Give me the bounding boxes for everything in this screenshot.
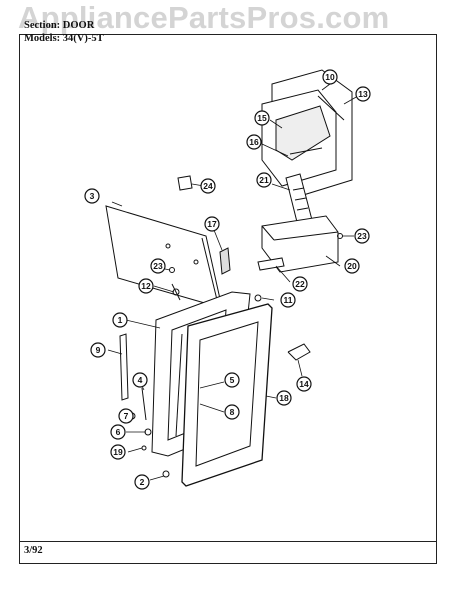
callout-24: 24: [200, 178, 216, 194]
svg-text:4: 4: [138, 375, 143, 385]
svg-text:23: 23: [357, 231, 367, 241]
footer-divider: [19, 541, 437, 542]
part-9-strip: [119, 333, 129, 401]
callout-23-right: 23: [354, 228, 370, 244]
part-14-bracket: [287, 343, 311, 361]
part-17-latch: [219, 247, 231, 275]
svg-text:23: 23: [153, 261, 163, 271]
svg-text:3: 3: [90, 191, 95, 201]
models-label: Models: 34(V)-5T: [24, 33, 104, 44]
callout-11: 11: [280, 292, 296, 308]
svg-text:15: 15: [257, 113, 267, 123]
callout-1: 1: [112, 312, 128, 328]
part-4-rod: [141, 387, 147, 421]
callout-16: 16: [246, 134, 262, 150]
svg-text:14: 14: [299, 379, 309, 389]
callout-5: 5: [224, 372, 240, 388]
callout-4: 4: [132, 372, 148, 388]
callout-22: 22: [292, 276, 308, 292]
svg-text:9: 9: [96, 345, 101, 355]
svg-text:8: 8: [230, 407, 235, 417]
callout-17: 17: [204, 216, 220, 232]
callout-6: 6: [110, 424, 126, 440]
leader-lines: [107, 83, 359, 481]
callout-2: 2: [134, 474, 150, 490]
date-code: 3/92: [24, 545, 43, 556]
part-upper-panel: [261, 69, 353, 197]
svg-text:16: 16: [249, 137, 259, 147]
svg-text:17: 17: [207, 219, 217, 229]
part-18-door-glass: [181, 303, 273, 487]
svg-text:20: 20: [347, 261, 357, 271]
svg-text:18: 18: [279, 393, 289, 403]
svg-text:6: 6: [116, 427, 121, 437]
svg-text:11: 11: [284, 295, 293, 305]
svg-text:22: 22: [295, 279, 305, 289]
callout-10: 10: [322, 69, 338, 85]
svg-text:7: 7: [124, 411, 129, 421]
svg-text:21: 21: [259, 175, 269, 185]
svg-text:12: 12: [141, 281, 151, 291]
svg-text:1: 1: [118, 315, 123, 325]
section-label: Section: DOOR: [24, 20, 95, 31]
part-24-hinge-clip: [177, 175, 193, 191]
svg-text:19: 19: [113, 447, 123, 457]
part-2-screw: [162, 470, 170, 478]
svg-text:10: 10: [325, 72, 335, 82]
callout-15: 15: [254, 110, 270, 126]
svg-text:2: 2: [140, 477, 145, 487]
callout-3: 3: [84, 188, 100, 204]
part-3-inner-panel: [105, 205, 223, 309]
callout-8: 8: [224, 404, 240, 420]
callout-9: 9: [90, 342, 106, 358]
part-22-clip: [257, 257, 285, 271]
callout-7: 7: [118, 408, 134, 424]
diagram-frame: [19, 34, 437, 564]
svg-text:13: 13: [358, 89, 368, 99]
part-11-bumper: [254, 294, 262, 302]
part-19-screw: [141, 445, 147, 451]
callout-12: 12: [138, 278, 154, 294]
callout-14: 14: [296, 376, 312, 392]
callout-13: 13: [355, 86, 371, 102]
callout-20: 20: [344, 258, 360, 274]
callout-21: 21: [256, 172, 272, 188]
svg-text:24: 24: [203, 181, 213, 191]
callout-19: 19: [110, 444, 126, 460]
callout-18: 18: [276, 390, 292, 406]
watermark: AppliancePartsPros.com: [18, 0, 390, 35]
svg-text:5: 5: [230, 375, 235, 385]
callout-23-left: 23: [150, 258, 166, 274]
